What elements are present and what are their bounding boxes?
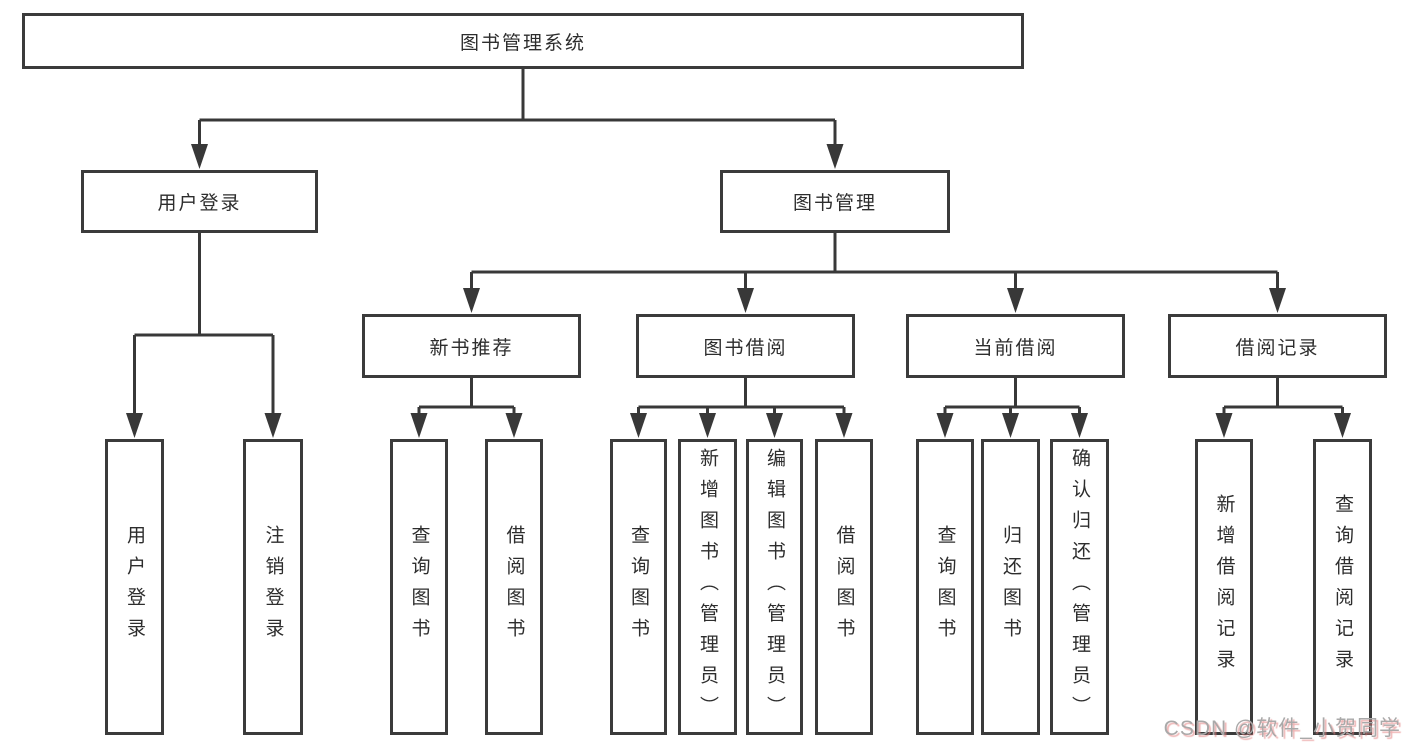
node-user-login: 用户登录: [81, 170, 318, 233]
leaf-add-borrow-record-label: 新增借阅记录: [1213, 494, 1235, 680]
leaf-query-borrow-record: 查询借阅记录: [1313, 439, 1372, 735]
leaf-logout-label: 注销登录: [262, 525, 284, 649]
node-new-book-recommend: 新书推荐: [362, 314, 581, 378]
leaf-query-books-recommend: 查询图书: [390, 439, 448, 735]
leaf-query-books-current: 查询图书: [916, 439, 974, 735]
leaf-query-books-borrow-label: 查询图书: [628, 525, 649, 649]
leaf-confirm-return-admin: 确认归还（管理员）: [1050, 439, 1109, 735]
leaf-add-book-admin: 新增图书（管理员）: [678, 439, 737, 735]
node-root: 图书管理系统: [22, 13, 1024, 69]
leaf-user-login: 用户登录: [105, 439, 164, 735]
csdn-watermark: CSDN @软件_小贺同学: [1163, 717, 1401, 740]
node-book-borrow-label: 图书借阅: [703, 337, 788, 359]
leaf-return-books: 归还图书: [981, 439, 1040, 735]
node-borrow-records: 借阅记录: [1168, 314, 1387, 378]
leaf-query-borrow-record-label: 查询借阅记录: [1332, 494, 1353, 680]
leaf-confirm-return-admin-label: 确认归还（管理员）: [1069, 447, 1090, 727]
node-book-borrow: 图书借阅: [636, 314, 855, 378]
leaf-borrow-books-recommend: 借阅图书: [485, 439, 543, 735]
node-current-borrow-label: 当前借阅: [973, 337, 1058, 359]
leaf-add-borrow-record: 新增借阅记录: [1195, 439, 1253, 735]
node-book-management-label: 图书管理: [792, 193, 877, 214]
leaf-query-books-current-label: 查询图书: [934, 525, 956, 649]
node-current-borrow: 当前借阅: [906, 314, 1125, 378]
leaf-borrow-books: 借阅图书: [815, 439, 873, 735]
node-borrow-records-label: 借阅记录: [1235, 337, 1320, 359]
leaf-user-login-label: 用户登录: [124, 525, 145, 649]
leaf-edit-book-admin-label: 编辑图书（管理员）: [764, 447, 785, 727]
leaf-query-books-borrow: 查询图书: [610, 439, 667, 735]
node-user-login-label: 用户登录: [157, 193, 242, 214]
node-new-book-recommend-label: 新书推荐: [429, 337, 514, 359]
node-root-label: 图书管理系统: [459, 32, 586, 54]
leaf-borrow-books-recommend-label: 借阅图书: [503, 525, 525, 649]
leaf-borrow-books-label: 借阅图书: [833, 525, 855, 649]
node-book-management: 图书管理: [720, 170, 950, 233]
leaf-add-book-admin-label: 新增图书（管理员）: [697, 447, 718, 727]
leaf-logout: 注销登录: [243, 439, 303, 735]
arrowheads: [126, 144, 1351, 438]
leaf-return-books-label: 归还图书: [1000, 525, 1021, 649]
leaf-query-books-recommend-label: 查询图书: [408, 525, 430, 649]
leaf-edit-book-admin: 编辑图书（管理员）: [746, 439, 803, 735]
